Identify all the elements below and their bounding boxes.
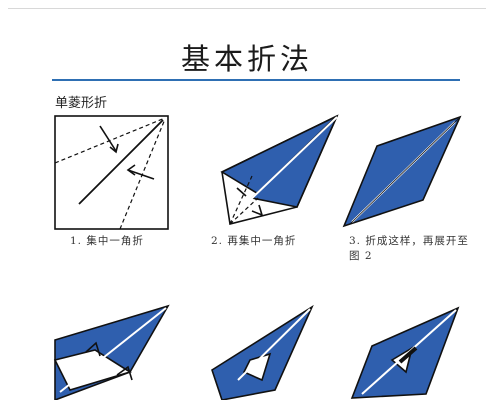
step-5-figure <box>211 304 314 400</box>
step-4-center-crease <box>59 307 167 393</box>
step-5-paper <box>211 304 314 400</box>
page-title: 基本折法 <box>180 42 313 76</box>
title-underline <box>52 79 460 81</box>
step-1-fold-line-lower <box>119 118 166 230</box>
step-1-arrow-head-2 <box>126 164 136 176</box>
step-1-square <box>54 115 169 230</box>
step-6-dark-fold <box>398 346 418 364</box>
step-2-arrow-shaft <box>236 187 247 197</box>
step-1-caption: 1. 集中一角折 <box>70 235 144 247</box>
step-1-figure <box>54 115 169 230</box>
step-2-fold-line-2 <box>229 197 259 225</box>
step-2-fold-line-1 <box>229 175 253 225</box>
step-5-center-crease <box>237 308 311 381</box>
section-label: 单菱形折 <box>55 96 108 111</box>
page-top-border <box>8 8 486 9</box>
step-2-caption: 2. 再集中一角折 <box>211 235 297 247</box>
step-4-arrow-2 <box>116 365 133 381</box>
step-2-figure <box>220 114 339 225</box>
step-1-arrow-shaft-2 <box>127 169 155 180</box>
step-2-center-crease <box>247 116 338 203</box>
step-1-diagonal <box>78 119 164 205</box>
step-1-arrow-head-1 <box>109 143 119 154</box>
step-6-figure <box>350 306 460 399</box>
step-2-arrow-head <box>251 204 264 217</box>
step-1-arrow-shaft-1 <box>99 125 117 152</box>
step-3-caption: 3. 折成这样，再展开至图 2 <box>349 235 469 262</box>
step-4-figure <box>53 304 170 400</box>
step-3-figure <box>342 115 462 228</box>
step-3-center-edge <box>349 118 459 225</box>
step-4-arrow-1 <box>85 341 101 357</box>
